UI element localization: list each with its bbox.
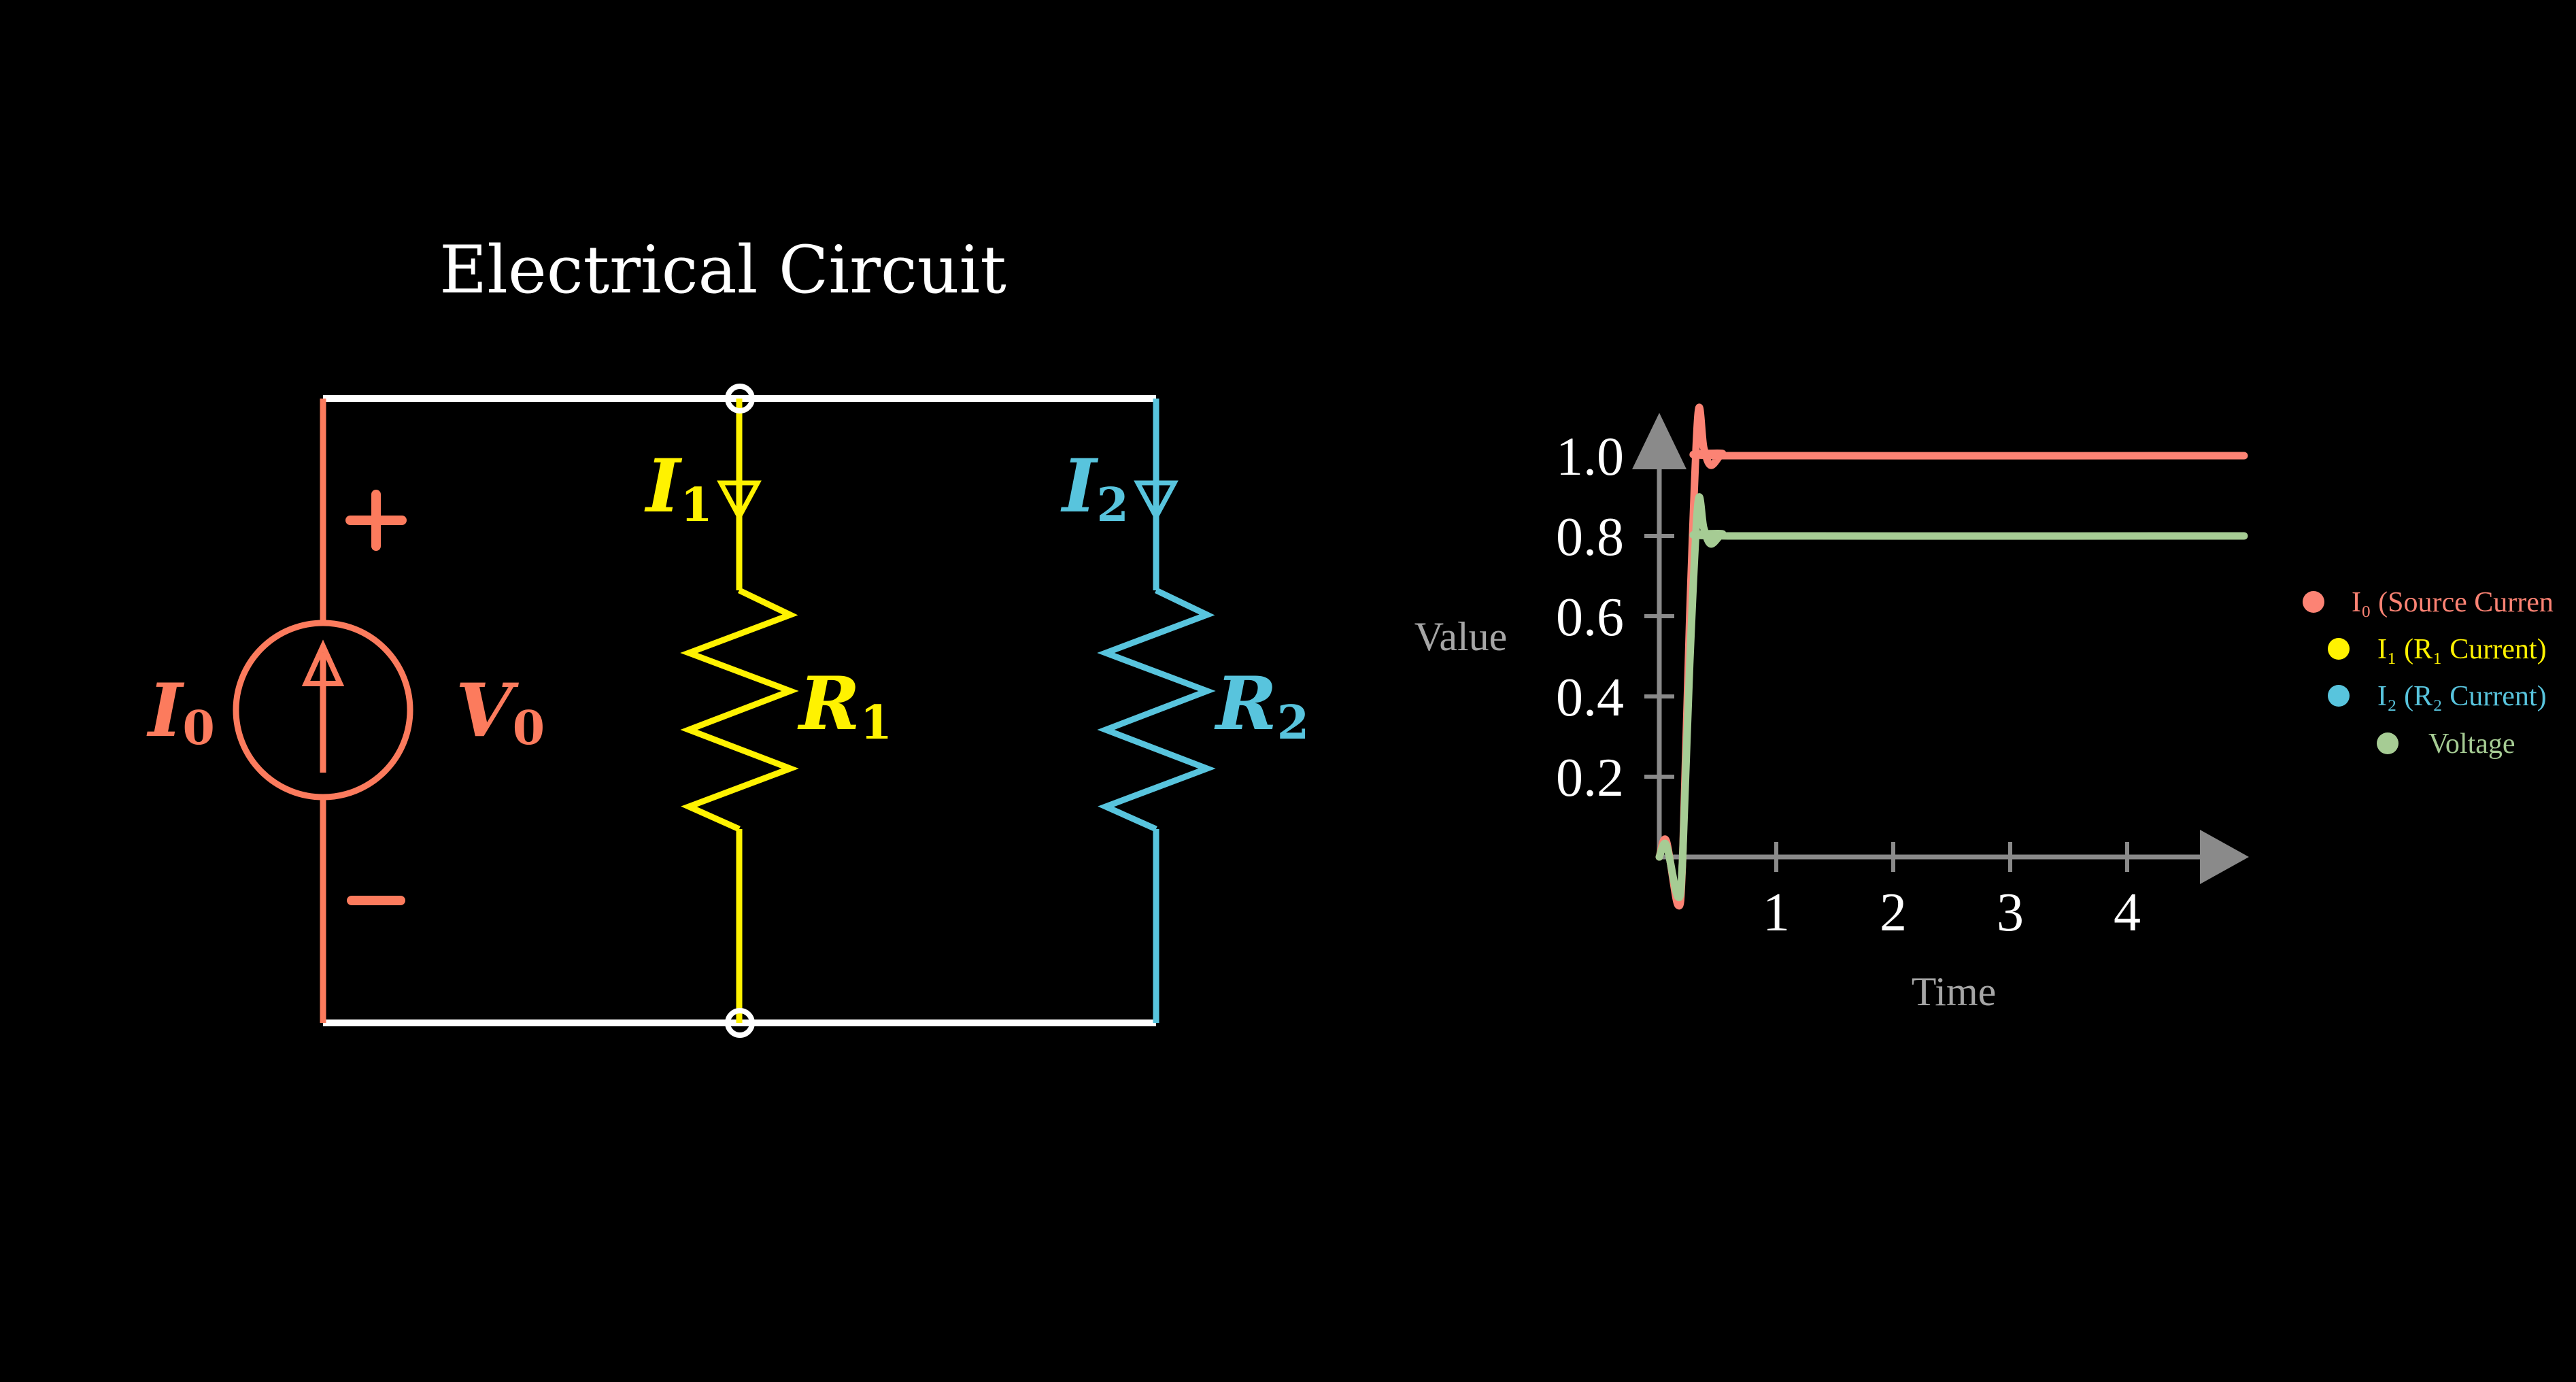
source-circle-icon xyxy=(233,620,413,800)
y-tick-label: 0.4 xyxy=(1556,668,1624,728)
resistor-r2-icon xyxy=(1097,587,1216,832)
x-tick-label: 3 xyxy=(1997,883,2024,943)
i1-label: I1 xyxy=(644,443,713,533)
source-current-label: I0 xyxy=(146,668,215,756)
diagram-title: Electrical Circuit xyxy=(439,232,1006,308)
chart-legend: I₀ (Source Curren I₁ (R₁ Current) I₂ (R₂ C… xyxy=(2303,587,2554,760)
x-axis-label: Time xyxy=(1912,969,1997,1014)
legend-label: Voltage xyxy=(2428,728,2515,760)
legend-dot-icon xyxy=(2377,732,2399,754)
node-bottom-icon xyxy=(725,1008,755,1038)
circuit-diagram: I0 V0 I1 R1 I2 R2 xyxy=(146,384,1309,1038)
resistor-branch-1: I1 R1 xyxy=(644,399,892,1023)
y-tick-label: 0.6 xyxy=(1556,588,1624,647)
node-top-icon xyxy=(725,384,755,414)
current-source: I0 V0 xyxy=(146,399,545,1023)
y-axis-label: Value xyxy=(1414,614,1508,659)
legend-label: I₂ (R₂ Current) xyxy=(2377,681,2547,712)
y-tick-label: 0.8 xyxy=(1556,507,1624,567)
source-voltage-label: V0 xyxy=(456,668,545,756)
line-chart: 1 2 3 4 0.2 0.4 0.6 0.8 1.0 Value Time I₀ (Sourc… xyxy=(1414,403,2554,1014)
legend-dot-icon xyxy=(2328,638,2350,660)
x-tick-label: 2 xyxy=(1880,883,1907,943)
legend-dot-icon xyxy=(2328,685,2350,707)
legend-dot-icon xyxy=(2303,591,2324,613)
resistor-r1-icon xyxy=(680,587,799,832)
x-tick-label: 4 xyxy=(2114,883,2141,943)
r2-label: R2 xyxy=(1214,661,1309,750)
current-arrow-down-icon xyxy=(717,480,762,522)
series-line-i-source-current- xyxy=(1655,403,2248,910)
current-arrow-down-icon xyxy=(1134,480,1179,522)
chart-axes: 1 2 3 4 0.2 0.4 0.6 0.8 1.0 xyxy=(1556,413,2249,943)
source-arrow-up-icon xyxy=(301,639,345,686)
y-tick-label: 0.2 xyxy=(1556,748,1624,808)
legend-label: I₁ (R₁ Current) xyxy=(2377,634,2547,665)
y-tick-label: 1.0 xyxy=(1556,427,1624,487)
chart-series xyxy=(1655,403,2248,910)
x-tick-label: 1 xyxy=(1763,883,1790,943)
r1-label: R1 xyxy=(797,661,892,750)
resistor-branch-2: I2 R2 xyxy=(1060,399,1309,1023)
plus-icon xyxy=(345,490,407,551)
x-axis-arrow-icon xyxy=(2200,830,2249,884)
legend-label: I₀ (Source Curren xyxy=(2352,587,2554,618)
y-axis-arrow-icon xyxy=(1632,413,1687,469)
series-line-voltage xyxy=(1655,493,2248,902)
i2-label: I2 xyxy=(1060,443,1129,533)
